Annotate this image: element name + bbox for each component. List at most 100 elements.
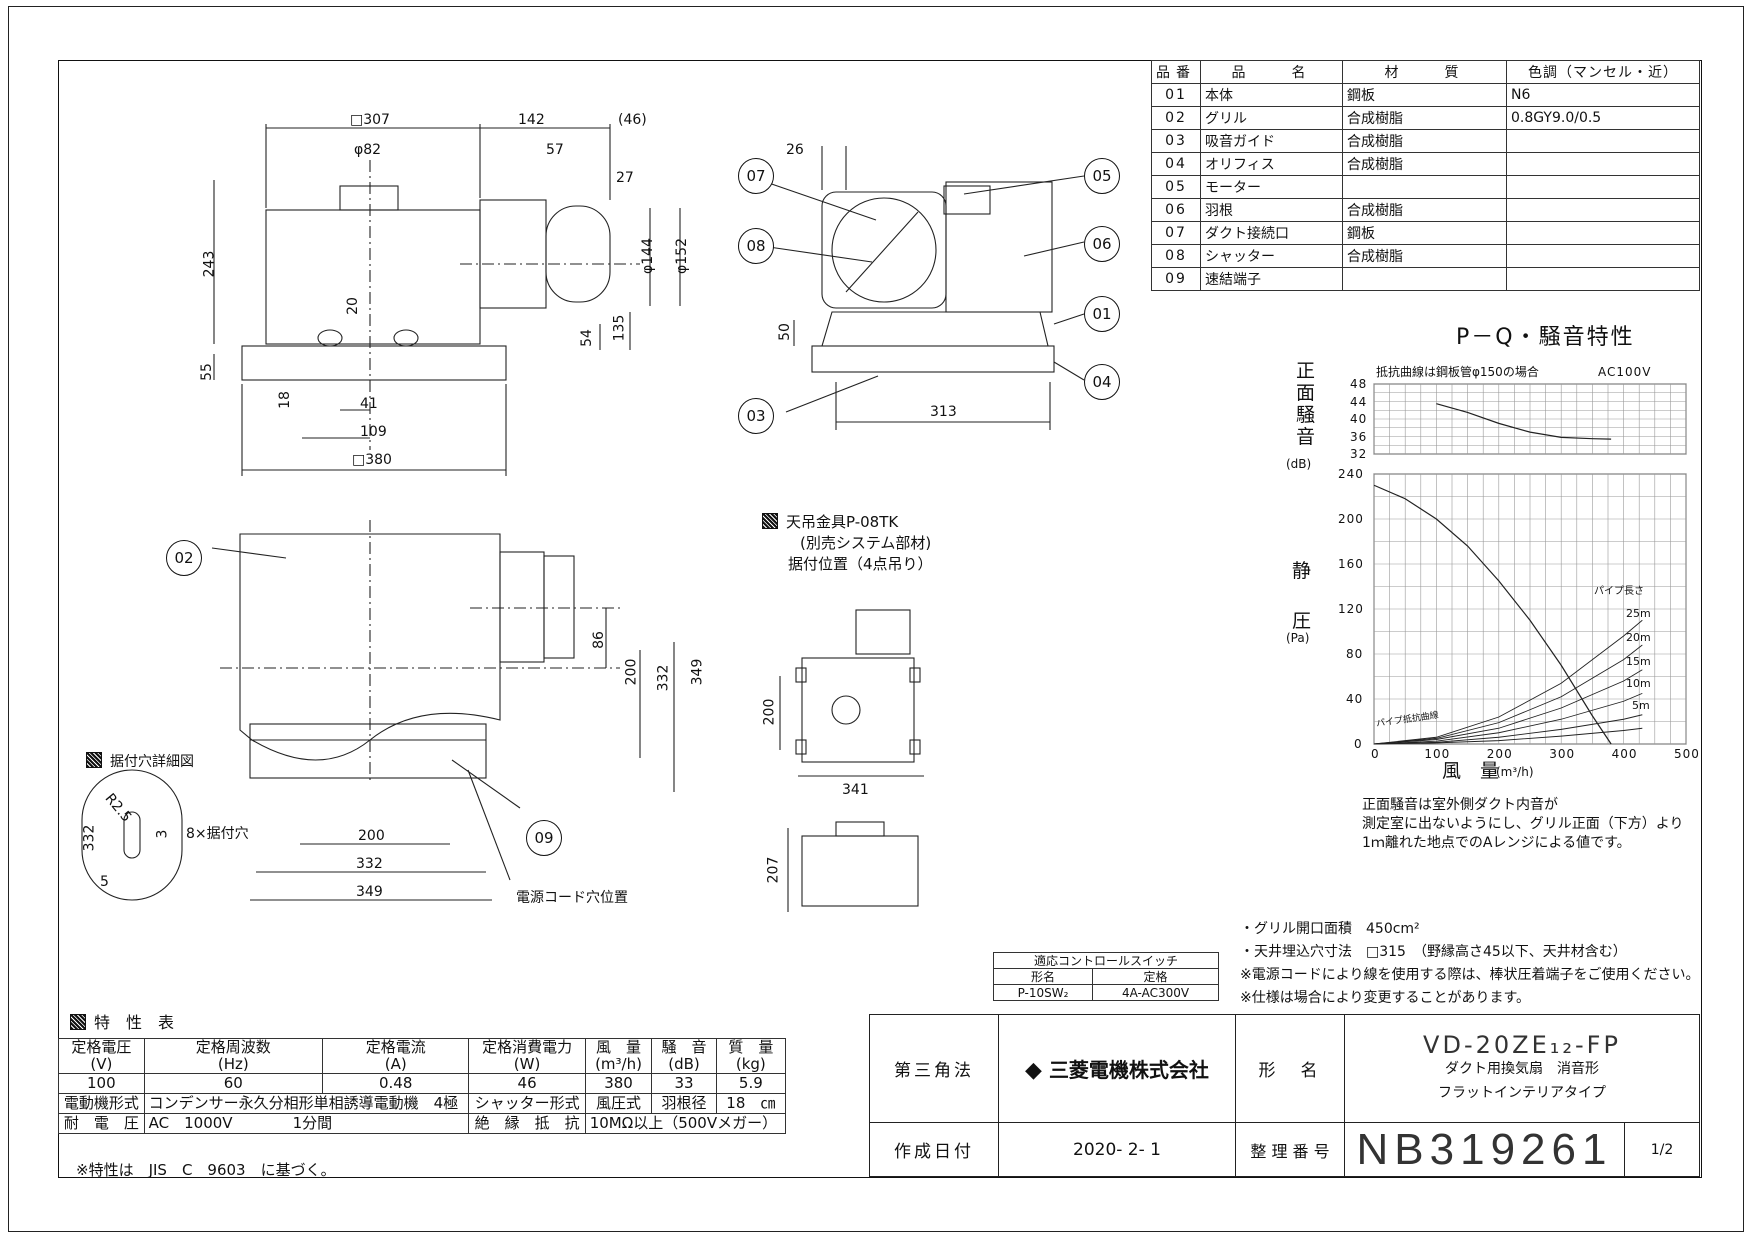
specs-motor-row: 電動機形式 コンデンサー永久分相形単相誘導電動機 4極 シャッター形式 風圧式 …	[58, 1093, 787, 1114]
chart-subtitle: 抵抗曲線は鋼板管φ150の場合	[1376, 365, 1539, 379]
part-material: 合成樹脂	[1342, 106, 1507, 130]
chart-curves	[1373, 403, 1643, 745]
specs-footnote: ※特性は JIS C 9603 に基づく。	[76, 1161, 336, 1179]
switch-header: 形名	[992, 968, 1094, 985]
balloon-02: 02	[166, 540, 202, 576]
insulation-value: 10MΩ以上（500Vメガー）	[584, 1113, 787, 1134]
dim-label: 332	[655, 664, 672, 692]
shutter-value: 風圧式	[584, 1093, 653, 1114]
dim-label: 135	[611, 314, 628, 342]
specs-header: 騒 音 (dB)	[651, 1038, 717, 1074]
pressure-tick-label: 40	[1346, 692, 1364, 706]
dim-label: 3	[154, 829, 171, 839]
specs-header: 質 量 (kg)	[715, 1038, 787, 1074]
dim-label: 86	[590, 631, 607, 649]
model-name: VD-20ZE₁₂-FP	[1423, 1030, 1621, 1059]
pipe-label: 20m	[1626, 631, 1651, 644]
part-material: 合成樹脂	[1342, 152, 1507, 176]
pipe-label: 15m	[1626, 655, 1651, 668]
dim-label: 349	[689, 658, 706, 686]
part-name: 吸音ガイド	[1200, 129, 1343, 153]
doc-number: NB319261	[1344, 1122, 1625, 1177]
drawing-frame	[8, 6, 1744, 1232]
pressure-tick-label: 240	[1338, 467, 1364, 481]
pressure-axis-label: 静圧	[1292, 560, 1312, 632]
noise-axis-label: 正面騒音	[1296, 360, 1316, 448]
series-line-15m	[1373, 669, 1643, 745]
part-material: 合成樹脂	[1342, 129, 1507, 153]
dim-label: 18	[276, 391, 293, 409]
noise-axis-unit: (dB)	[1286, 457, 1312, 471]
section-mark-icon	[762, 513, 778, 529]
voltage-label: 耐 電 圧	[58, 1113, 145, 1134]
x-tick-label: 100	[1424, 747, 1451, 761]
balloon-01: 01	[1084, 296, 1120, 332]
pressure-axis-unit: (Pa)	[1286, 631, 1310, 645]
notes: ・グリル開口面積 450cm² ・天井埋込穴寸法 □315 （野縁高さ45以下、…	[1240, 918, 1699, 1010]
model-desc2: フラットインテリアタイプ	[1438, 1084, 1606, 1101]
chart-note: 正面騒音は室外側ダクト内音が 測定室に出ないようにし、グリル正面（下方）より 1…	[1362, 796, 1683, 853]
series-line-10m	[1373, 692, 1643, 745]
specs-header: 定格電圧 (V)	[58, 1038, 145, 1074]
side-view	[759, 146, 1085, 430]
model-cell: VD-20ZE₁₂-FP ダクト用換気扇 消音形 フラットインテリアタイプ	[1344, 1014, 1700, 1123]
part-color	[1506, 152, 1700, 176]
section-mark-icon	[70, 1014, 86, 1030]
x-axis-label: 風 量	[1442, 760, 1500, 782]
specs-voltage-row: 耐 電 圧 AC 1000V 1分間 絶 縁 抵 抗 10MΩ以上（500Vメガ…	[58, 1113, 787, 1134]
part-name: 羽根	[1200, 198, 1343, 222]
shutter-label: シャッター形式	[468, 1093, 586, 1114]
switch-title: 適応コントロールスイッチ	[993, 952, 1219, 969]
part-color	[1506, 221, 1700, 245]
noise-tick-label: 48	[1350, 377, 1368, 391]
part-no: 01	[1151, 83, 1201, 107]
specs-table: 定格電圧 (V) 定格周波数 (Hz) 定格電流 (A) 定格消費電力 (W) …	[58, 1038, 787, 1134]
part-material	[1342, 175, 1507, 199]
part-name: モーター	[1200, 175, 1343, 199]
hanger-title-line1: 天吊金具P-08TK	[762, 512, 933, 533]
part-no: 02	[1151, 106, 1201, 130]
motor-label: 電動機形式	[58, 1093, 145, 1114]
balloon-03: 03	[738, 398, 774, 434]
x-tick-label: 400	[1611, 747, 1638, 761]
spec-value: 5.9	[715, 1073, 787, 1094]
dim-label: 200	[623, 658, 640, 686]
part-name: グリル	[1200, 106, 1343, 130]
pipe-label: 25m	[1626, 607, 1651, 620]
part-no: 03	[1151, 129, 1201, 153]
parts-header-row: 品番 品 名 材 質 色調（マンセル・近）	[1151, 60, 1700, 84]
part-name: 本体	[1200, 83, 1343, 107]
specs-header: 定格周波数 (Hz)	[143, 1038, 323, 1074]
chart-title: P－Q・騒音特性	[1456, 325, 1635, 350]
part-no: 08	[1151, 244, 1201, 268]
balloon-08: 08	[738, 228, 774, 264]
date-label: 作成日付	[869, 1122, 999, 1177]
drawing-border	[58, 60, 1702, 1178]
specs-title: 特 性 表	[70, 1014, 174, 1031]
part-material: 鋼板	[1342, 83, 1507, 107]
projection: 第三角法	[869, 1014, 999, 1123]
parts-header-name: 品 名	[1200, 60, 1343, 84]
balloon-07: 07	[738, 158, 774, 194]
blade-label: 羽根径	[651, 1093, 717, 1114]
note-line: ・天井埋込穴寸法 □315 （野縁高さ45以下、天井材含む）	[1240, 944, 1627, 960]
chart-grid	[1373, 383, 1687, 745]
part-color	[1506, 244, 1700, 268]
pipe-label: 10m	[1626, 677, 1651, 690]
parts-header-material: 材 質	[1342, 60, 1507, 84]
dim-label: 349	[356, 884, 383, 900]
part-material: 合成樹脂	[1342, 198, 1507, 222]
spec-value: 46	[468, 1073, 586, 1094]
pipe-length-label: パイプ長さ	[1594, 586, 1644, 597]
noise-tick-label: 40	[1350, 412, 1368, 426]
specs-header: 定格電流 (A)	[321, 1038, 470, 1074]
dim-label: 207	[765, 856, 782, 884]
